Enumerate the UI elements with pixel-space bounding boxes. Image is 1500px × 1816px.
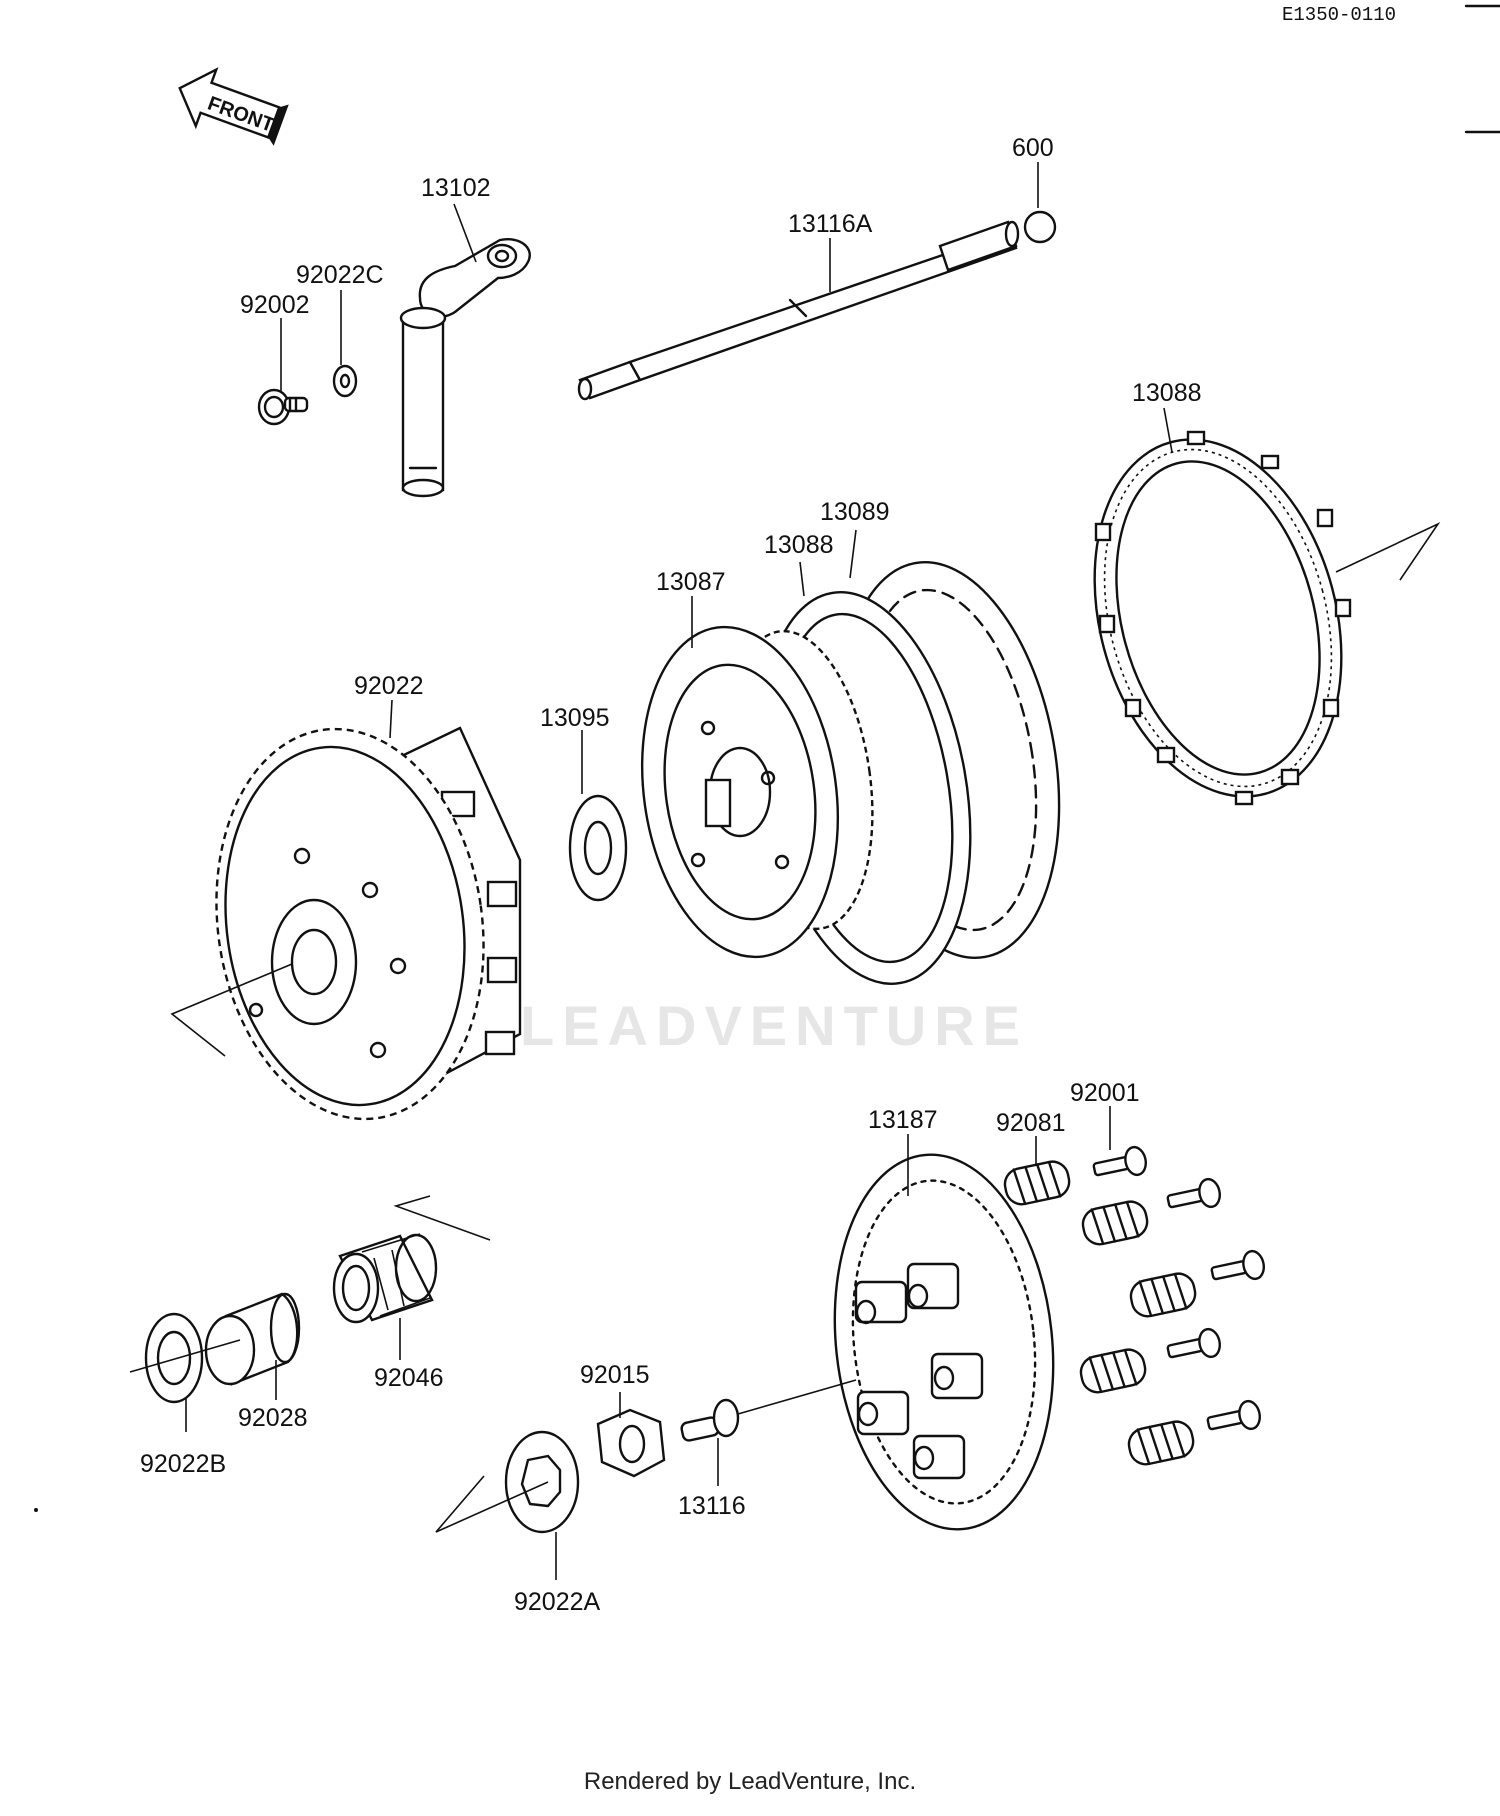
leader-13089: [849, 529, 857, 579]
part-92001-bolts: [1092, 1145, 1265, 1431]
part-92046-needle-bearing: [332, 1233, 438, 1324]
label-92022C: 92022C: [296, 261, 384, 289]
label-92015: 92015: [580, 1361, 650, 1389]
watermark: LEADVENTURE: [520, 994, 1028, 1057]
leader-13095: [389, 699, 393, 739]
label-13187: 13187: [868, 1106, 938, 1134]
label-13095: 92022: [354, 672, 424, 700]
label-92002: 92002: [240, 291, 310, 319]
part-92002-bolt: [257, 388, 309, 426]
part-13116A-push-rod: [577, 220, 1020, 401]
part-13088-friction-plate-right: [1093, 430, 1352, 806]
part-92022B-thrust-washer: [144, 1312, 204, 1404]
leader-13088-top: [1163, 407, 1173, 453]
label-13116A: 13116A: [788, 210, 873, 238]
label-92022A: 92022A: [514, 1588, 601, 1616]
label-92046: 92046: [374, 1364, 444, 1392]
label-600: 600: [1012, 134, 1054, 162]
part-600-steel-ball: [1023, 210, 1057, 244]
axis-line-left: [129, 1339, 241, 1373]
label-13089: 13089: [820, 498, 890, 526]
part-92022-washer: [568, 794, 628, 902]
label-92022: 13095: [540, 704, 610, 732]
leader-13088-mid: [799, 561, 805, 597]
arrow-13088-right: [1335, 522, 1441, 581]
label-92028: 92028: [238, 1404, 308, 1432]
arrow-92046: [393, 1195, 491, 1241]
label-92001: 92001: [1070, 1079, 1140, 1107]
part-92028-collar: [204, 1292, 301, 1386]
leader-13102: [453, 203, 477, 263]
part-92022C-washer: [332, 364, 358, 398]
part-13116-pusher: [680, 1398, 740, 1442]
reference-code: E1350-0110: [1282, 4, 1396, 26]
stray-mark: [34, 1508, 38, 1512]
part-13095-clutch-housing: [215, 726, 522, 1121]
label-13102: 13102: [421, 174, 491, 202]
arrow-92022A: [435, 1475, 549, 1533]
part-92015-nut: [596, 1408, 666, 1478]
part-13187-pressure-plate: [833, 1153, 1055, 1531]
label-92081: 92081: [996, 1109, 1066, 1137]
label-13116: 13116: [678, 1492, 746, 1520]
footer-credit: Rendered by LeadVenture, Inc.: [583, 1768, 917, 1795]
axis-line-pusher: [737, 1379, 857, 1415]
arrow-13095-left: [170, 963, 293, 1057]
front-arrow-icon: FRONT: [178, 67, 289, 146]
part-13102-release-lever: [399, 238, 531, 498]
label-13088-mid: 13088: [764, 531, 834, 559]
label-13088-top: 13088: [1132, 379, 1202, 407]
part-92022A-lock-washer: [504, 1430, 580, 1534]
label-92022B: 92022B: [140, 1450, 226, 1478]
label-13087: 13087: [656, 568, 726, 596]
part-92081-springs: [1003, 1160, 1197, 1466]
part-13087-clutch-hub: [640, 625, 874, 959]
